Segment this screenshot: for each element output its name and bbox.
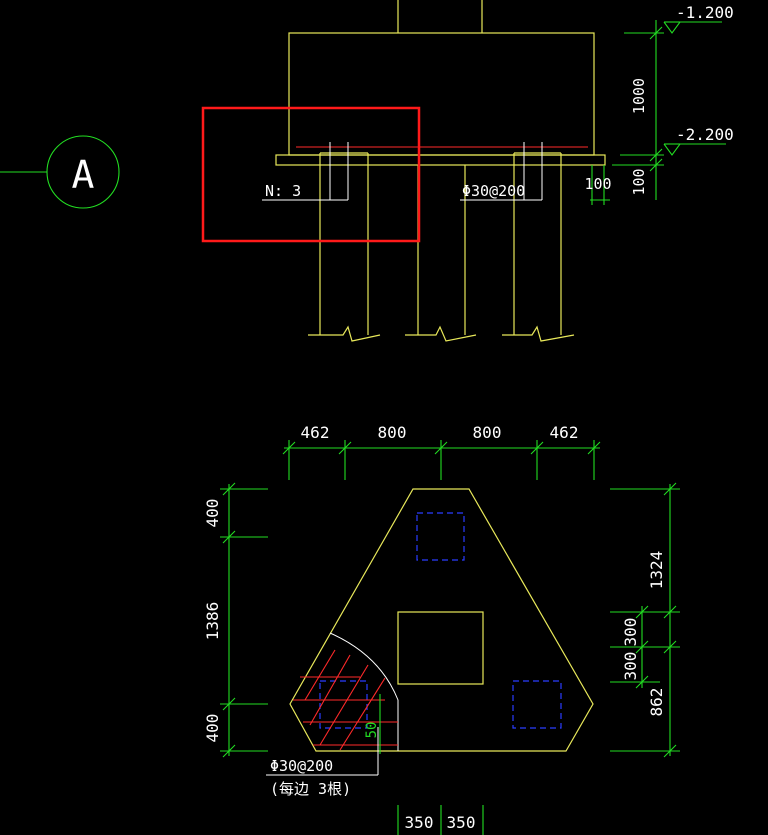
- dim-top-4: 462: [550, 423, 579, 442]
- plan-top-dimensions: [282, 440, 601, 480]
- pile-left-hidden: [319, 680, 368, 729]
- dim-top-3: 800: [473, 423, 502, 442]
- dim-bottom-100: 100: [584, 175, 611, 193]
- elevation-rebar-label: Φ30@200: [462, 182, 525, 200]
- dim-right-4: 862: [647, 688, 666, 717]
- axis-bubble: [46, 135, 120, 209]
- pile-count-label: N: 3: [265, 182, 301, 200]
- dim-bottom-2: 350: [447, 813, 476, 832]
- plan-bottom-dimensions: [397, 805, 484, 835]
- plan-rebar-label: Φ30@200: [270, 757, 333, 775]
- elevation-right-dimensions: [590, 20, 726, 205]
- pile-right-hidden: [512, 680, 562, 729]
- dim-cap-height: 1000: [630, 78, 648, 114]
- plan-rebar-note: (每边 3根): [270, 780, 351, 798]
- plan-view: 462 800 800 462 400 1386 400: [203, 423, 680, 835]
- pile-right: [502, 142, 575, 342]
- dim-slab-height: 100: [630, 168, 648, 195]
- elevation-view: N: 3 Φ30@200 A: [0, 0, 734, 342]
- dim-detail-50: 50: [364, 722, 380, 739]
- plan-left-dimensions: [220, 482, 268, 758]
- axis-bubble-label: A: [72, 153, 95, 197]
- level-lower: -2.200: [676, 125, 734, 144]
- plan-right-dimensions: [610, 482, 680, 758]
- dim-bottom-1: 350: [405, 813, 434, 832]
- triangular-cap-outline: [289, 488, 594, 752]
- dim-top-2: 800: [378, 423, 407, 442]
- dim-right-1: 1324: [647, 551, 666, 590]
- dim-right-2: 300: [621, 618, 640, 647]
- dim-left-2: 1386: [203, 602, 222, 641]
- level-upper: -1.200: [676, 3, 734, 22]
- dim-top-1: 462: [301, 423, 330, 442]
- dim-left-3: 400: [203, 714, 222, 743]
- corner-rebar-detail: [293, 632, 399, 754]
- dim-right-3: 300: [621, 652, 640, 681]
- column-outline: [397, 611, 484, 685]
- pile-cap-outline: [288, 32, 595, 156]
- pile-top-hidden: [416, 512, 465, 561]
- dim-left-1: 400: [203, 499, 222, 528]
- cap-base-slab: [275, 154, 606, 166]
- pile-left: [308, 142, 381, 342]
- selection-highlight-box[interactable]: [201, 106, 421, 243]
